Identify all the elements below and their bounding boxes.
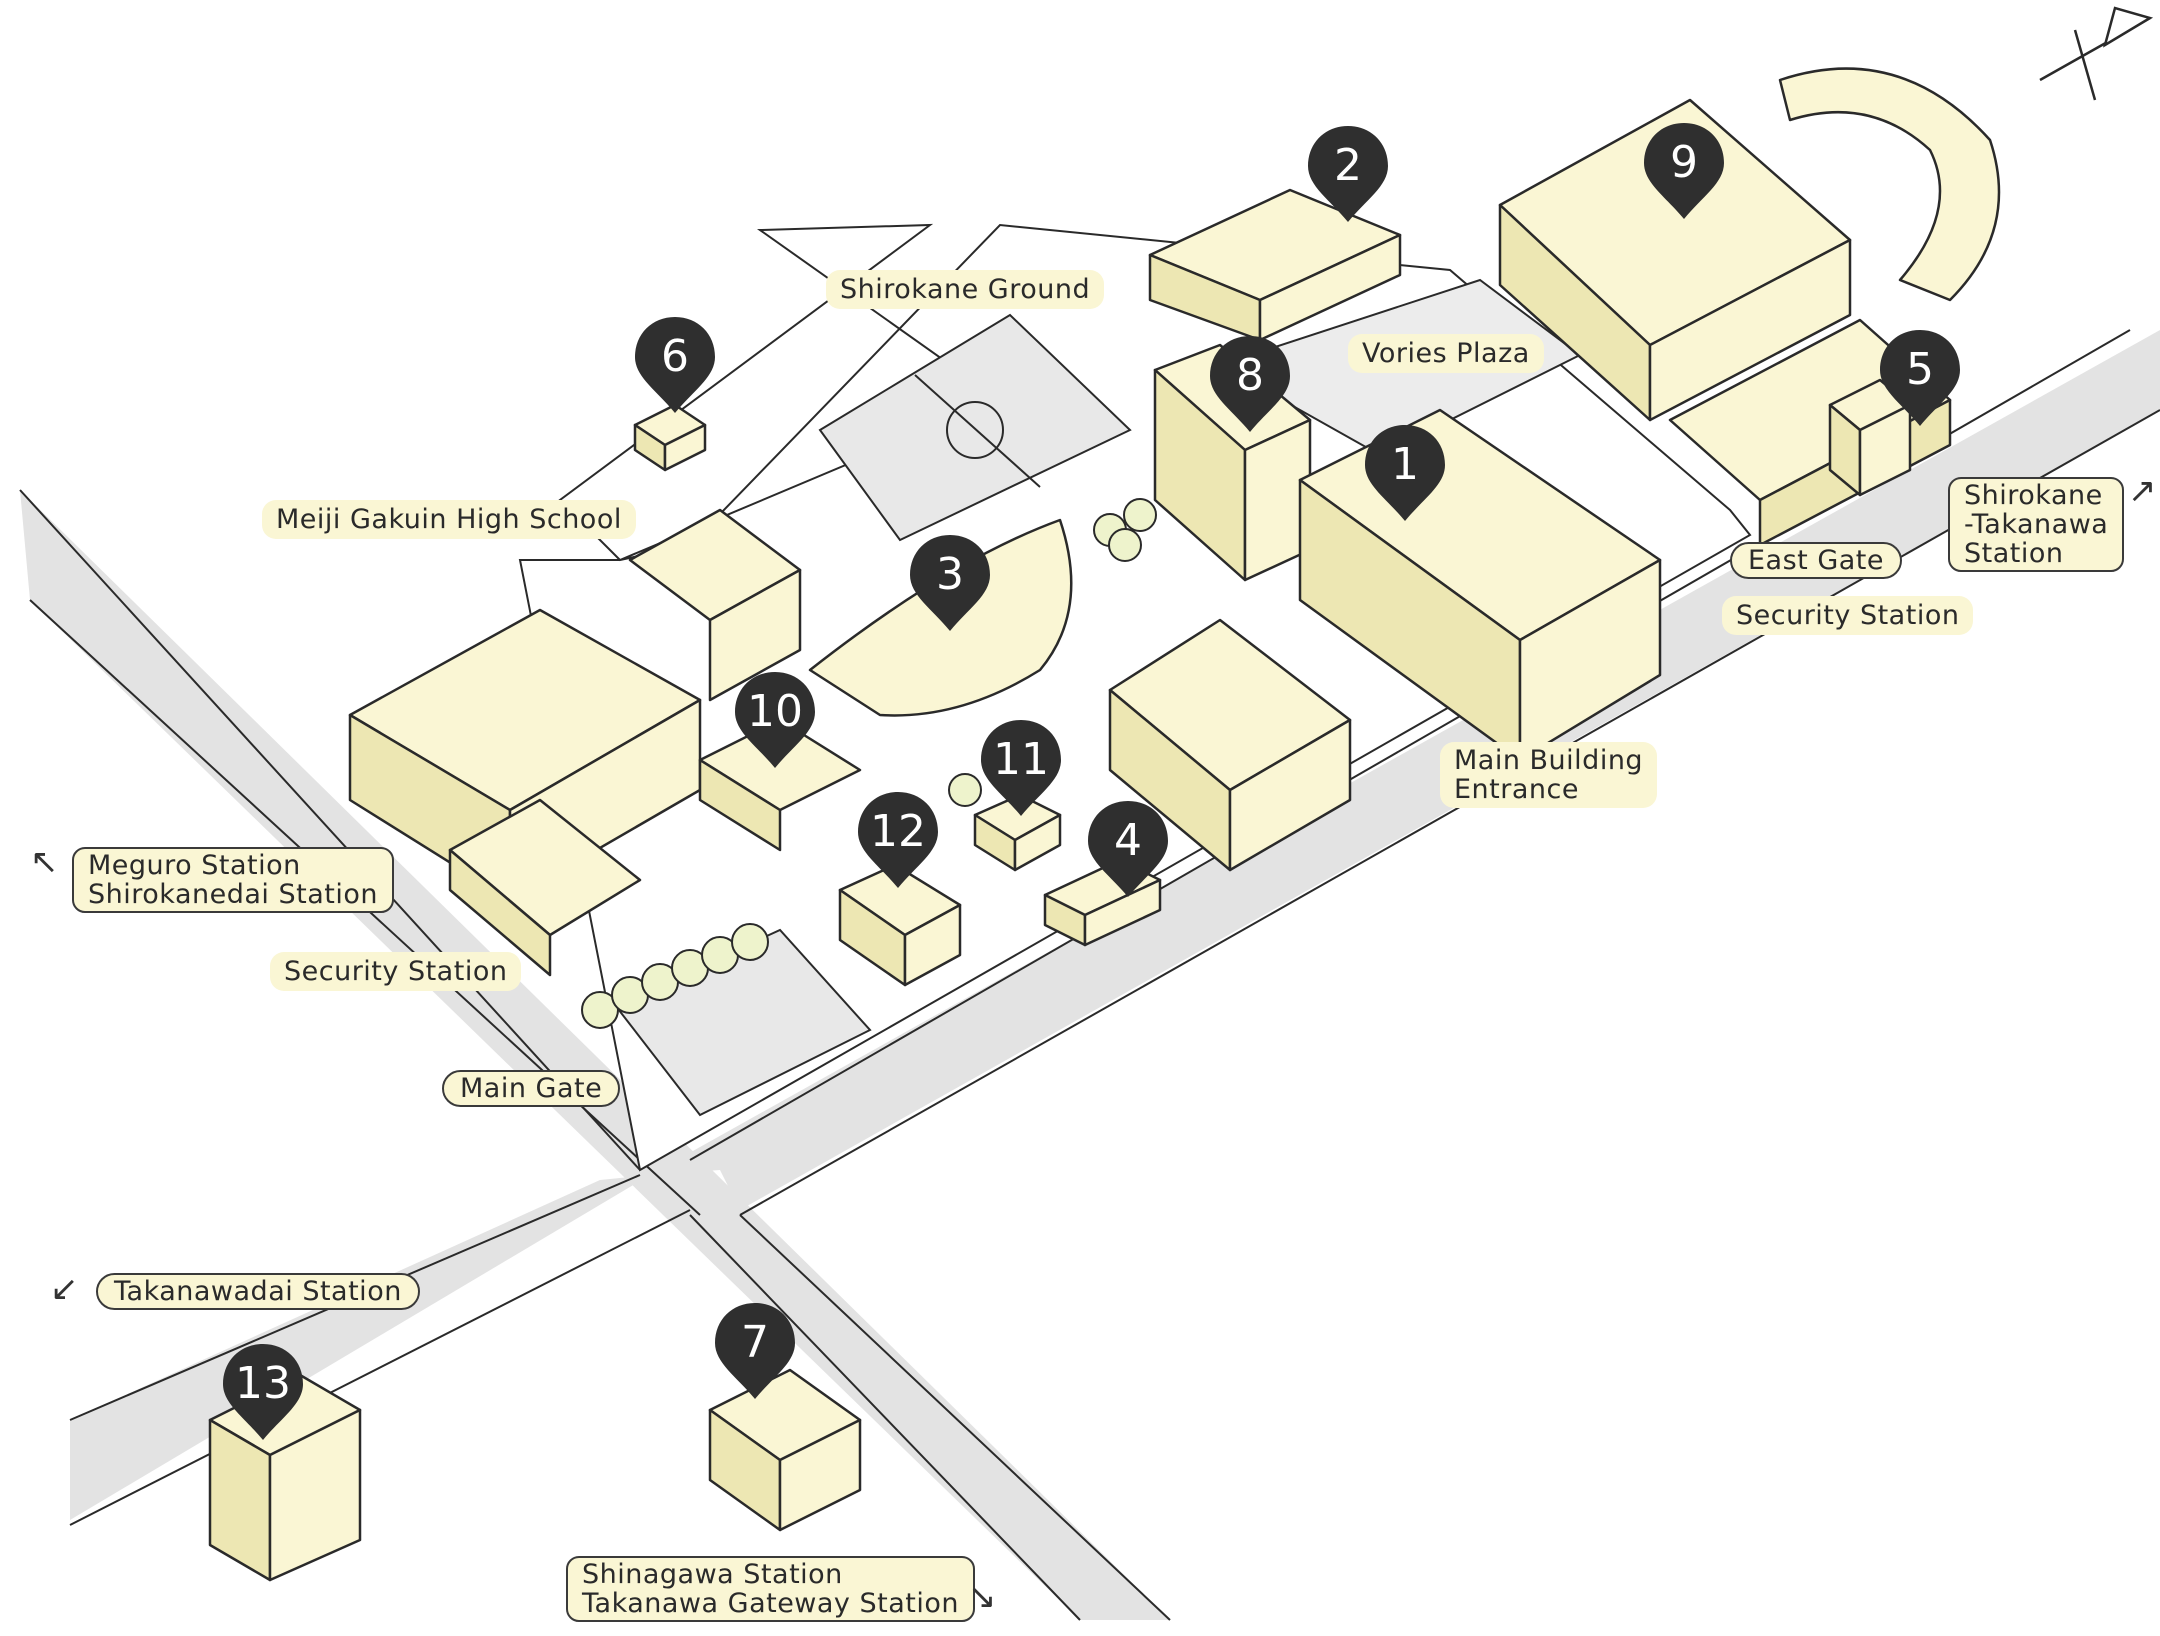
road-edge <box>19 489 641 1171</box>
map-pin-2[interactable]: 2 <box>1306 124 1390 224</box>
pin-number: 7 <box>741 1317 769 1368</box>
map-pin-icon <box>858 792 938 888</box>
vories-plaza-label: Vories Plaza <box>1348 334 1544 373</box>
map-pin-icon <box>735 672 815 768</box>
meguro-shirokanedai-station-label: Meguro Station Shirokanedai Station <box>72 847 394 913</box>
pin-number: 12 <box>870 806 926 857</box>
building-6-side <box>663 423 707 472</box>
east-gate-label: East Gate <box>1730 542 1903 579</box>
direction-arrow-icon: ↖ <box>30 842 59 882</box>
security-station-main-label: Security Station <box>270 952 522 991</box>
map-pin-icon <box>715 1303 795 1399</box>
field-halfway-line <box>914 374 1041 488</box>
pin-number: 1 <box>1391 439 1419 490</box>
field-center-circle <box>946 401 1004 459</box>
building-11-side <box>1013 813 1062 872</box>
map-pin-icon <box>1088 801 1168 897</box>
takanawadai-station-label: Takanawadai Station <box>96 1273 420 1310</box>
map-pin-11[interactable]: 11 <box>979 718 1063 818</box>
map-pin-6[interactable]: 6 <box>633 315 717 415</box>
road-edge <box>739 1214 1171 1621</box>
map-pin-8[interactable]: 8 <box>1208 334 1292 434</box>
building-7-side <box>778 1418 862 1532</box>
pin-number: 10 <box>747 686 803 737</box>
pin-number: 11 <box>993 734 1049 785</box>
main-gate-label: Main Gate <box>442 1070 621 1107</box>
building-13-side <box>268 1408 362 1582</box>
building-4-side <box>1083 878 1162 947</box>
map-pin-icon <box>223 1344 303 1440</box>
map-pin-4[interactable]: 4 <box>1086 799 1170 899</box>
building-10-front <box>698 758 782 852</box>
building-12-side <box>903 903 962 987</box>
map-pin-icon <box>1210 336 1290 432</box>
road-edge <box>69 1209 691 1526</box>
map-pin-7[interactable]: 7 <box>713 1301 797 1401</box>
pin-number: 2 <box>1334 140 1362 191</box>
south-building-side <box>1228 718 1352 872</box>
high-school-block-side <box>708 568 802 702</box>
building-1-side <box>1518 558 1662 762</box>
map-pin-icon <box>1365 425 1445 521</box>
direction-arrow-icon: ↗ <box>2128 471 2157 511</box>
map-pin-12[interactable]: 12 <box>856 790 940 890</box>
map-pin-icon <box>981 720 1061 816</box>
pin-number: 13 <box>235 1358 291 1409</box>
road-edge <box>689 1214 1081 1621</box>
map-pin-1[interactable]: 1 <box>1363 423 1447 523</box>
map-pin-icon <box>635 317 715 413</box>
building-9-front <box>1648 238 1852 422</box>
hall-front <box>448 848 552 977</box>
map-pin-5[interactable]: 5 <box>1878 328 1962 428</box>
direction-arrow-icon: ↙ <box>50 1269 79 1309</box>
pin-number: 6 <box>661 331 689 382</box>
stadium-curve <box>1778 67 2001 302</box>
map-pin-9[interactable]: 9 <box>1642 121 1726 221</box>
north-arrow-icon <box>2039 6 2154 101</box>
direction-arrow-icon: ↘ <box>968 1577 997 1617</box>
pin-number: 5 <box>1906 344 1934 395</box>
map-pin-icon <box>1644 123 1724 219</box>
shinagawa-takanawa-gateway-station-label: Shinagawa Station Takanawa Gateway Stati… <box>566 1556 975 1622</box>
pin-number: 4 <box>1114 815 1142 866</box>
security-station-east-label: Security Station <box>1722 596 1974 635</box>
meiji-high-school-label: Meiji Gakuin High School <box>262 500 636 539</box>
building-5-side <box>1858 403 1912 497</box>
shirokane-takanawa-station-label: Shirokane -Takanawa Station <box>1948 477 2125 572</box>
shirokane-ground-label: Shirokane Ground <box>826 270 1105 309</box>
map-pin-3[interactable]: 3 <box>908 533 992 633</box>
pin-number: 3 <box>936 549 964 600</box>
map-pin-icon <box>910 535 990 631</box>
map-pin-13[interactable]: 13 <box>221 1342 305 1442</box>
trees <box>581 498 1157 1029</box>
pin-number: 8 <box>1236 350 1264 401</box>
map-pin-icon <box>1308 126 1388 222</box>
pin-number: 9 <box>1670 137 1698 188</box>
map-pin-10[interactable]: 10 <box>733 670 817 770</box>
road-edge <box>739 409 2160 1216</box>
map-pin-icon <box>1880 330 1960 426</box>
main-building-entrance-label: Main Building Entrance <box>1440 742 1658 808</box>
cross-road <box>20 490 1170 1620</box>
building-2-side <box>1258 233 1402 342</box>
